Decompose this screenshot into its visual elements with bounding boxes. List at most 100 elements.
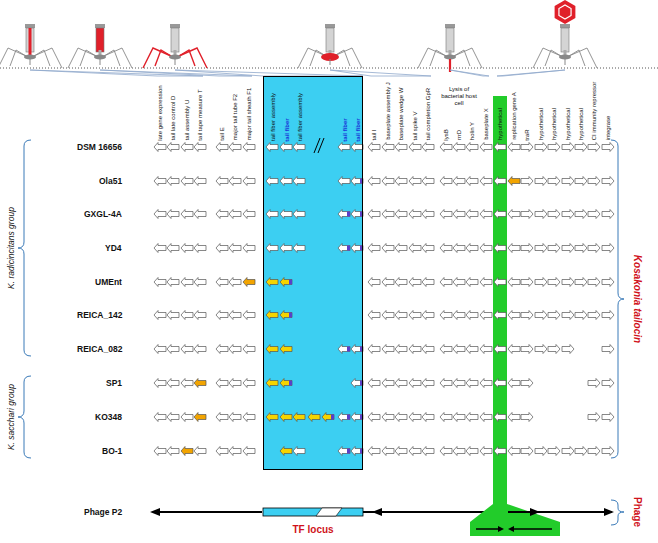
gene-arrow	[216, 413, 228, 422]
gene-arrow	[181, 244, 193, 253]
gene-label: hypothetical	[565, 108, 572, 140]
gene-arrow	[351, 413, 363, 422]
gene-arrow	[409, 278, 421, 287]
gene-arrow	[154, 143, 166, 152]
gene-arrow	[480, 143, 492, 152]
gene-arrow	[602, 210, 614, 219]
gene-arrow	[293, 177, 305, 186]
phage-sheath	[561, 28, 569, 52]
gene-arrow	[575, 244, 587, 253]
gene-arrow	[575, 278, 587, 287]
phage-leg	[545, 50, 561, 66]
purple-marker	[347, 246, 350, 251]
gene-arrow	[194, 379, 206, 388]
gene-arrow	[194, 413, 206, 422]
gene-arrow	[521, 278, 533, 287]
gene-label: hypothetical	[551, 108, 558, 140]
phage-figure	[298, 24, 362, 68]
gene-arrow	[154, 447, 166, 456]
gene-row	[154, 244, 614, 253]
gene-arrow	[154, 379, 166, 388]
tailocin-brace	[611, 140, 624, 458]
phage-baseplate	[559, 55, 571, 60]
gene-arrow	[422, 345, 434, 354]
strain-name: KO348	[95, 412, 122, 422]
gene-arrow	[280, 379, 292, 388]
phage-figure	[68, 24, 132, 68]
gene-label: integrase	[605, 115, 612, 140]
gene-arrow	[466, 278, 478, 287]
gene-arrow	[562, 210, 574, 219]
gene-arrow	[440, 345, 452, 354]
gene-arrow	[588, 447, 600, 456]
phage-baseplate	[444, 55, 456, 60]
gene-arrow	[194, 345, 206, 354]
phage-leg	[430, 50, 446, 66]
phage-collar	[445, 24, 455, 28]
gene-arrow	[422, 244, 434, 253]
gene-arrow	[480, 379, 492, 388]
gene-arrow	[440, 177, 452, 186]
gene-arrow	[382, 413, 394, 422]
gene-arrow	[602, 143, 614, 152]
gene-arrow	[466, 177, 478, 186]
gene-arrow	[562, 143, 574, 152]
phage-baseplate	[24, 55, 36, 60]
p2-arrowhead	[150, 508, 160, 516]
gene-arrow	[480, 244, 492, 253]
gene-arrow	[382, 278, 394, 287]
gene-arrow	[508, 413, 520, 422]
gene-arrow	[167, 311, 179, 320]
gene-arrow	[154, 210, 166, 219]
gene-label: tail late control D	[170, 95, 177, 140]
gene-arrow	[588, 244, 600, 253]
gene-arrow	[229, 244, 241, 253]
gene-arrow	[422, 413, 434, 422]
gene-label: lysB	[443, 129, 450, 140]
membrane-line	[0, 68, 658, 69]
gene-label: traR	[524, 129, 531, 140]
gene-arrow	[535, 447, 547, 456]
gene-arrow	[588, 143, 600, 152]
gene-arrow	[453, 244, 465, 253]
gene-arrow	[243, 244, 255, 253]
p2-arrowhead	[372, 508, 382, 516]
gene-arrow	[494, 210, 506, 219]
gene-arrow	[368, 345, 380, 354]
phage-leg	[418, 48, 446, 68]
gene-arrow	[154, 278, 166, 287]
gene-arrow	[409, 447, 421, 456]
gene-arrow	[308, 413, 320, 422]
gene-arrow	[280, 210, 292, 219]
gene-arrow	[422, 311, 434, 320]
p2-hypothetical-zoom	[470, 522, 560, 536]
gene-arrow	[453, 177, 465, 186]
gene-arrow	[243, 447, 255, 456]
gene-arrow	[508, 177, 520, 186]
leader-line	[100, 70, 252, 76]
gene-arrow	[351, 143, 363, 152]
gene-arrow	[216, 345, 228, 354]
gene-row	[154, 345, 614, 354]
phage-tube	[29, 28, 32, 56]
p2-gene-arrow	[514, 528, 552, 530]
purple-marker	[347, 347, 350, 352]
gene-arrow	[521, 311, 533, 320]
gene-arrow	[440, 447, 452, 456]
purple-marker	[289, 280, 292, 285]
gene-arrow	[466, 345, 478, 354]
gene-arrow	[395, 177, 407, 186]
gene-label: tail E	[219, 127, 226, 140]
phage-sheath	[446, 28, 454, 52]
gene-arrow	[466, 244, 478, 253]
gene-arrow	[422, 143, 434, 152]
gene-arrow	[229, 311, 241, 320]
gene-arrow	[535, 244, 547, 253]
gene-label: tail I	[371, 129, 378, 140]
gene-arrow	[480, 413, 492, 422]
gene-arrow	[548, 278, 560, 287]
gene-arrow	[243, 311, 255, 320]
gene-arrow	[338, 413, 350, 422]
phage-leg	[454, 50, 470, 66]
